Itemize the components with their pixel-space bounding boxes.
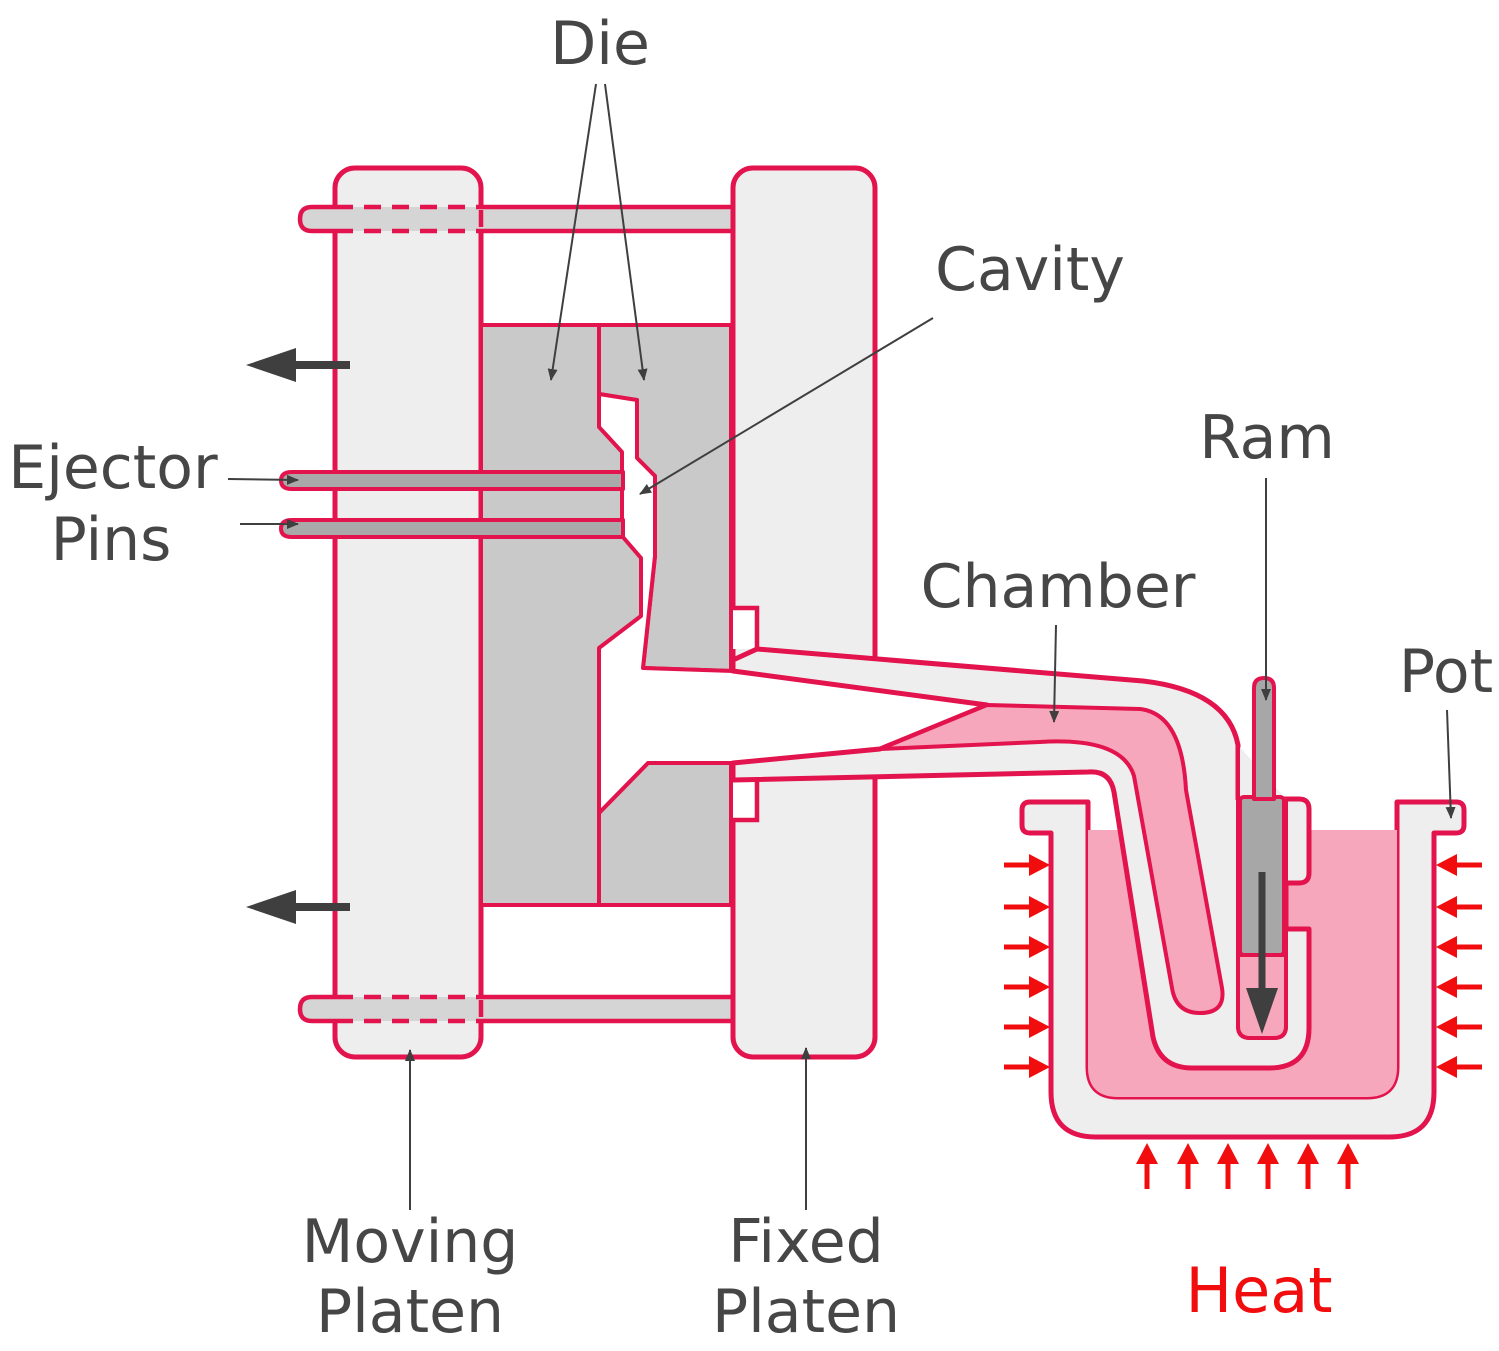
- label-moving-line1: Moving: [302, 1207, 519, 1277]
- tie-bar-bottom: [297, 994, 735, 1024]
- nozzle-notch-bottom: [733, 781, 760, 823]
- die-leader-right: [604, 83, 648, 381]
- heat-arrow-icon: [1004, 936, 1050, 958]
- heat-arrow-icon: [1436, 1016, 1482, 1038]
- label-fixed-line2: Platen: [712, 1277, 900, 1347]
- heat-arrow-icon: [1177, 1143, 1199, 1189]
- heat-arrow-icon: [1004, 1056, 1050, 1078]
- heat-arrows-bottom: [1136, 1143, 1359, 1189]
- heat-arrows-left: [1004, 854, 1050, 1078]
- label-cavity: Cavity: [935, 235, 1125, 305]
- heat-arrow-icon: [1004, 1016, 1050, 1038]
- label-ejector-line1: Ejector: [8, 433, 218, 503]
- label-ram: Ram: [1199, 403, 1335, 473]
- heat-arrows-right: [1436, 854, 1482, 1078]
- label-moving-line2: Platen: [316, 1277, 504, 1347]
- heat-arrow-icon: [1297, 1143, 1319, 1189]
- chamber: [878, 703, 1225, 1015]
- ram-rod: [1252, 676, 1276, 801]
- ejector-pin-bottom: [279, 518, 625, 539]
- heat-arrow-icon: [1004, 976, 1050, 998]
- heat-arrow-icon: [1004, 896, 1050, 918]
- tie-bar-top: [297, 204, 735, 234]
- heat-arrow-icon: [1436, 936, 1482, 958]
- pot-leader: [1445, 709, 1456, 819]
- label-pot: Pot: [1399, 637, 1493, 707]
- label-fixed-line1: Fixed: [728, 1207, 883, 1277]
- label-ejector-line2: Pins: [51, 505, 172, 575]
- heat-arrow-icon: [1337, 1143, 1359, 1189]
- ram-stroke-arrow-icon: [1246, 872, 1278, 1034]
- heat-arrow-icon: [1436, 1056, 1482, 1078]
- chamber-leader: [1049, 624, 1060, 723]
- platen-motion-arrow-top-icon: [246, 348, 350, 382]
- heat-arrow-icon: [1136, 1143, 1158, 1189]
- moving-platen: [332, 165, 484, 1060]
- heat-arrow-icon: [1436, 896, 1482, 918]
- ejector-leader-top: [227, 474, 299, 485]
- nozzle-notch-top: [733, 605, 760, 649]
- label-heat: Heat: [1185, 1254, 1332, 1327]
- heat-arrow-icon: [1436, 854, 1482, 876]
- ejector-pin-top: [279, 470, 625, 491]
- heat-arrow-icon: [1217, 1143, 1239, 1189]
- heat-arrow-icon: [1257, 1143, 1279, 1189]
- label-die: Die: [550, 9, 650, 79]
- heat-arrow-icon: [1436, 976, 1482, 998]
- cavity-leader: [639, 317, 934, 495]
- die-leader-left: [547, 83, 597, 381]
- heat-arrow-icon: [1004, 854, 1050, 876]
- label-chamber: Chamber: [921, 552, 1196, 622]
- platen-motion-arrow-bottom-icon: [246, 890, 350, 924]
